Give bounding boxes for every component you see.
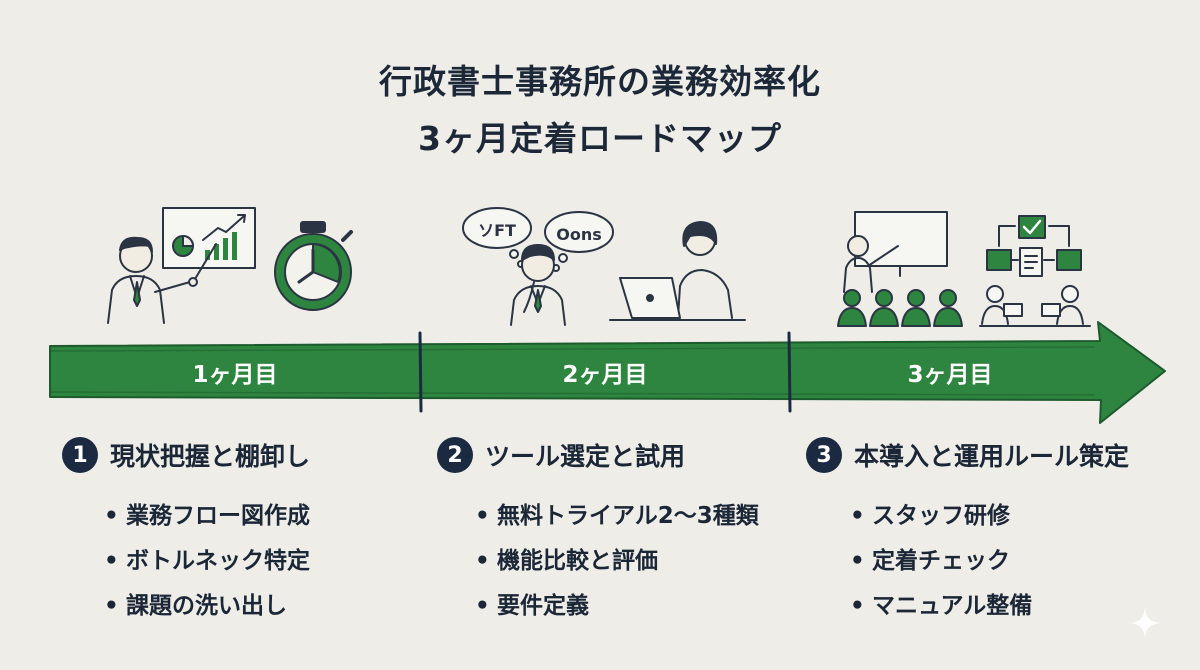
list-item: •課題の洗い出し (104, 593, 287, 619)
list-item: •無料トライアル2〜3種類 (475, 503, 759, 529)
phase-2-title: ツール選定と試用 (485, 442, 686, 471)
phase-2-heading: 2 ツール選定と試用 (437, 437, 685, 473)
phase-3-title: 本導入と運用ルール策定 (854, 442, 1130, 471)
phase-1-title: 現状把握と棚卸し (110, 442, 311, 471)
phase-1-list: •業務フロー図作成 •ボトルネック特定 •課題の洗い出し (104, 496, 310, 631)
bubble-text-2: Oons (556, 225, 602, 244)
phase-1-number: 1 (62, 437, 98, 473)
phase-3-heading: 3 本導入と運用ルール策定 (806, 437, 1129, 473)
phase-3-list: •スタッフ研修 •定着チェック •マニュアル整備 (850, 496, 1032, 631)
month-label-1: 1ヶ月目 (192, 362, 278, 388)
month-label-3: 3ヶ月目 (907, 362, 993, 388)
stopwatch-icon (274, 221, 353, 311)
timeline-arrow (49, 321, 1166, 424)
phase-1-heading: 1 現状把握と棚卸し (62, 437, 310, 473)
phase-2-list: •無料トライアル2〜3種類 •機能比較と評価 •要件定義 (475, 496, 759, 631)
presenter-icon (107, 207, 256, 324)
title-line-1: 行政書士事務所の業務効率化 (379, 62, 821, 101)
list-item: •定着チェック (850, 548, 1010, 574)
list-item: •マニュアル整備 (850, 593, 1033, 619)
training-class-icon (837, 211, 963, 327)
month-label-2: 2ヶ月目 (562, 362, 648, 388)
thinking-person-icon (462, 207, 614, 326)
divider-2-3 (787, 331, 792, 413)
divider-1-2 (418, 331, 423, 413)
phase-2-number: 2 (437, 437, 473, 473)
bubble-text-1: ソFT (478, 221, 516, 240)
list-item: •業務フロー図作成 (104, 503, 310, 529)
laptop-person-icon (609, 221, 746, 321)
phase-3-number: 3 (806, 437, 842, 473)
list-item: •スタッフ研修 (850, 503, 1010, 529)
list-item: •機能比較と評価 (475, 548, 658, 574)
list-item: •ボトルネック特定 (104, 548, 310, 574)
title-line-2: 3ヶ月定着ロードマップ (418, 119, 782, 158)
list-item: •要件定義 (475, 593, 589, 619)
workflow-icon (979, 215, 1091, 327)
sparkle-icon (1129, 607, 1161, 639)
